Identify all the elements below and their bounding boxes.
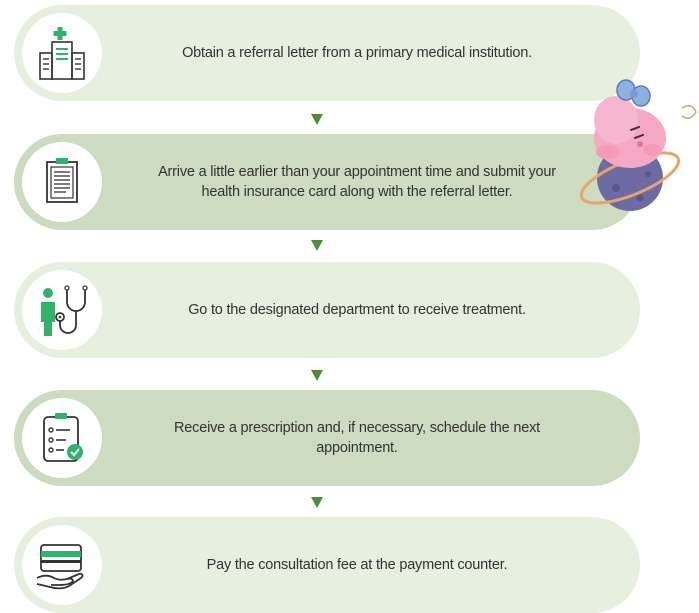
hospital-icon	[22, 13, 102, 93]
step-4-text: Receive a prescription and, if necessary…	[174, 420, 540, 456]
step-5-text: Pay the consultation fee at the payment …	[206, 557, 508, 573]
arrow-down-icon	[311, 497, 323, 508]
doctor-stethoscope-icon	[22, 270, 102, 350]
mascot-illustration	[568, 78, 699, 233]
step-3: Go to the designated department to recei…	[14, 262, 640, 358]
step-2: Arrive a little earlier than your appoin…	[14, 134, 640, 230]
step-5: Pay the consultation fee at the payment …	[14, 517, 640, 613]
arrow-down-icon	[311, 114, 323, 125]
step-2-text: Arrive a little earlier than your appoin…	[158, 164, 556, 200]
clipboard-document-icon	[22, 142, 102, 222]
step-1-text: Obtain a referral letter from a primary …	[182, 45, 532, 61]
step-3-text: Go to the designated department to recei…	[188, 302, 526, 318]
step-4: Receive a prescription and, if necessary…	[14, 390, 640, 486]
arrow-down-icon	[311, 240, 323, 251]
card-payment-icon	[22, 525, 102, 605]
checklist-icon	[22, 398, 102, 478]
arrow-down-icon	[311, 370, 323, 381]
step-1: Obtain a referral letter from a primary …	[14, 5, 640, 101]
